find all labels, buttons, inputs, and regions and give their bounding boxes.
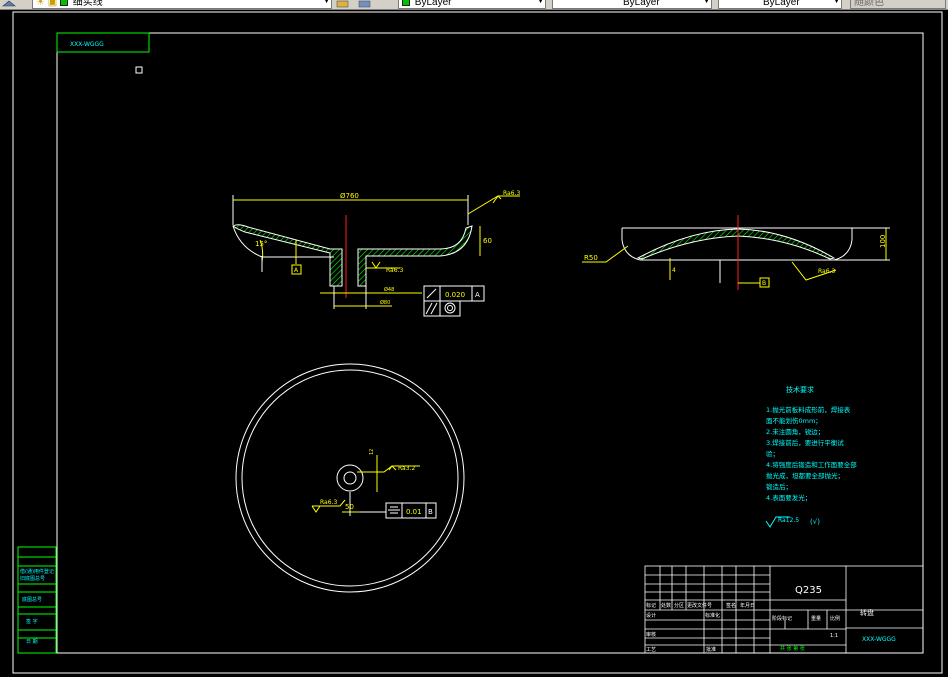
properties-toolbar: ☀ ▣ 细实线 ▼ ByLayer ▼ ByLayer ▼ ByLayer ▼ …: [0, 0, 948, 10]
tb-design: 设计: [646, 612, 656, 619]
tb-col-5: 年月日: [740, 602, 755, 609]
tb-drawing-no: XXX-WGGG: [862, 636, 896, 643]
tb-process: 工艺: [646, 647, 656, 653]
plan-gtol-datum: B: [428, 508, 433, 516]
tb-col-0: 标记: [646, 602, 656, 609]
dim-radius: R50: [584, 254, 598, 262]
tech-rough-note: Ra12.5: [778, 517, 799, 524]
linetype-dropdown[interactable]: ByLayer ▼: [552, 0, 712, 9]
rough-right: Ra6.3: [818, 268, 835, 275]
lineweight-dropdown[interactable]: ByLayer ▼: [718, 0, 842, 9]
plan-rough-1: Ra3.2: [398, 465, 415, 472]
dim-hole-1: Ø48: [384, 286, 394, 293]
tb-approve: 批准: [706, 646, 716, 653]
datum-b: B: [762, 280, 766, 287]
sun-icon: ☀: [36, 0, 45, 8]
dim-angle: 15°: [255, 240, 267, 248]
tb-standard: 标准化: [705, 612, 720, 619]
layer-previous-icon[interactable]: [336, 0, 350, 8]
layer-color-swatch: [59, 0, 68, 6]
tech-line-0: 1.抛光前板料成形前，焊接表: [766, 405, 851, 414]
chevron-down-icon[interactable]: ▼: [703, 0, 710, 5]
color-dropdown[interactable]: ByLayer ▼: [398, 0, 546, 9]
title-block: [644, 565, 924, 654]
tech-rough-suffix: (√): [810, 518, 820, 526]
margin-label-0: 借(通)用件登记: [20, 568, 54, 575]
tb-col-2: 分区: [674, 602, 684, 609]
tb-review: 审核: [646, 631, 656, 638]
dim-small: 12: [369, 449, 375, 455]
plotstyle-dropdown[interactable]: 随颜色: [850, 0, 946, 9]
datum-a: A: [294, 267, 299, 274]
plotstyle-value: 随颜色: [854, 0, 884, 8]
tech-line-7: 锻造后；: [766, 482, 792, 491]
tech-line-6: 抛光成，坦都要全部抛光；: [766, 471, 844, 480]
margin-label-3: 签 字: [26, 618, 38, 625]
plan-gtol-value: 0.01: [406, 508, 422, 516]
tech-requirements: 技术要求 1.抛光前板料成形前，焊接表 面不能划伤0mm； 2.未注圆角，锐边；…: [765, 385, 857, 528]
gtol-1-datum: A: [475, 291, 480, 299]
chevron-down-icon[interactable]: ▼: [537, 0, 544, 5]
dim-thick: 4: [672, 267, 676, 274]
tb-col-3: 更改文件号: [687, 602, 712, 609]
color-value: ByLayer: [414, 0, 452, 8]
layer-dropdown[interactable]: ☀ ▣ 细实线 ▼: [32, 0, 332, 9]
tech-line-5: 4.将强度后锻造和工作面要全部: [766, 460, 857, 469]
plan-rough-2: Ra6.3: [320, 499, 337, 506]
tb-scale: 比例: [830, 615, 840, 622]
tb-col-1: 处数: [661, 602, 671, 609]
ucs-marker[interactable]: [135, 66, 143, 74]
tech-line-1: 面不能划伤0mm；: [766, 416, 822, 425]
tb-sheet: 共 张 第 张: [780, 645, 805, 652]
tb-scale-value: 1:1: [830, 633, 838, 639]
outer-frame: [12, 11, 943, 674]
tech-line-4: 验；: [766, 449, 779, 458]
drawing-canvas[interactable]: XXX-WGGG Ø760 60 15° A Ra6.3: [0, 10, 948, 677]
section-view-left[interactable]: Ø760 60 15° A Ra6.3 Ra6.3 Ø48 Ø80 0.020 …: [232, 190, 520, 317]
lock-icon: ▣: [47, 0, 58, 8]
chevron-down-icon[interactable]: ▼: [323, 0, 330, 5]
tb-part-name: 转盘: [860, 608, 874, 617]
margin-label-2: 底图总号: [22, 596, 42, 603]
plan-view[interactable]: Ra3.2 12 Ra6.3 50 0.01 B: [235, 363, 465, 593]
dim-depth: 60: [483, 237, 492, 245]
inner-frame: [56, 32, 924, 654]
lineweight-value: ByLayer: [763, 0, 800, 8]
layer-state-icon[interactable]: [2, 0, 16, 8]
dim-diameter: Ø760: [340, 192, 359, 200]
tb-weight: 重量: [811, 615, 821, 622]
layer-name: 细实线: [72, 0, 103, 8]
rough-2: Ra6.3: [386, 267, 403, 274]
dim-height: 100: [879, 235, 887, 248]
rough-1: Ra6.3: [503, 190, 520, 197]
dim-50: 50: [345, 503, 354, 511]
left-margin-table: [17, 546, 57, 654]
dim-hole-2: Ø80: [380, 299, 390, 306]
tb-stage: 阶段标记: [772, 615, 792, 622]
section-view-right[interactable]: R50 100 4 B Ra6.3: [582, 215, 890, 290]
margin-label-1: 旧底图总号: [20, 575, 45, 582]
color-swatch: [402, 0, 410, 6]
tech-title: 技术要求: [786, 385, 814, 394]
linetype-value: ByLayer: [623, 0, 660, 8]
chevron-down-icon[interactable]: ▼: [833, 0, 840, 5]
tech-line-3: 3.焊接前后，要进行平衡试: [766, 438, 844, 447]
layer-manager-icon[interactable]: [358, 0, 372, 8]
top-label: XXX-WGGG: [70, 41, 104, 48]
tech-line-2: 2.未注圆角，锐边；: [766, 427, 824, 436]
top-label-box: XXX-WGGG: [56, 32, 150, 53]
tb-material: Q235: [795, 585, 822, 596]
margin-label-4: 日 期: [26, 639, 38, 645]
tech-line-8: 4.表面要发光；: [766, 493, 811, 502]
gtol-1-value: 0.020: [445, 291, 465, 299]
tb-col-4: 签名: [726, 602, 736, 609]
